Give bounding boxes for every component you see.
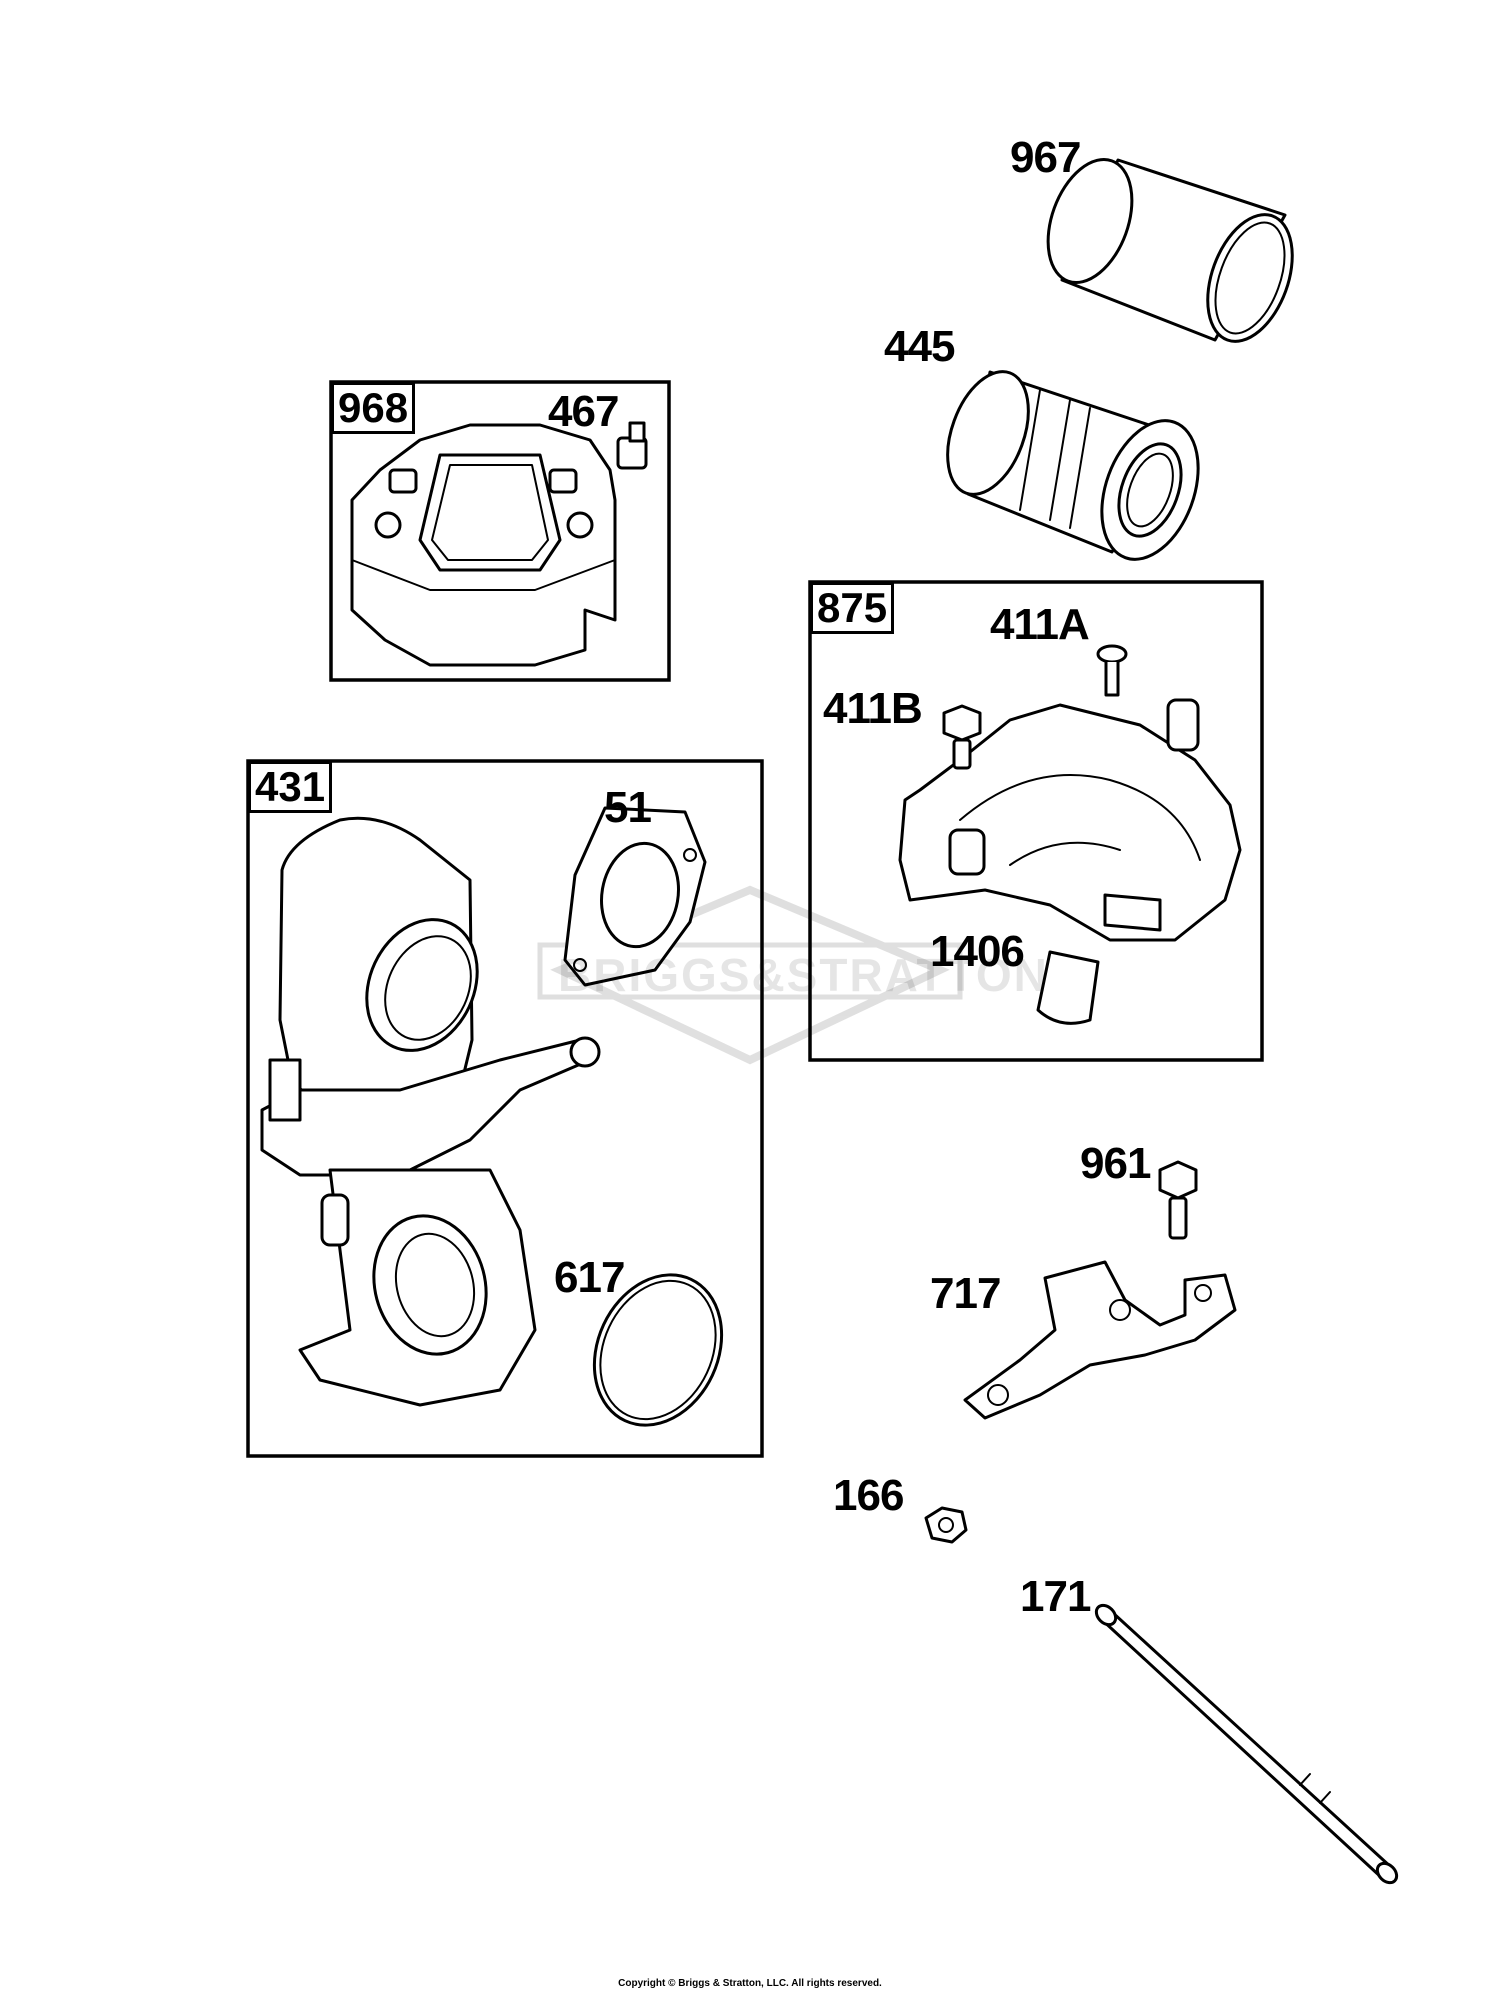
part-51-gasket[interactable] (563, 806, 707, 987)
kit-box-968 (329, 380, 671, 682)
part-445-air-filter[interactable] (932, 361, 1216, 573)
callout-411A[interactable]: 411A (990, 600, 1090, 649)
kit-label-431[interactable]: 431 (248, 761, 333, 813)
part-967-pre-cleaner[interactable] (1032, 148, 1308, 353)
copyright-footer: Copyright © Briggs & Stratton, LLC. All … (618, 1978, 882, 1989)
callout-961[interactable]: 961 (1080, 1139, 1151, 1188)
callout-51[interactable]: 51 (604, 783, 652, 832)
part-171-stud[interactable] (1093, 1602, 1401, 1887)
part-411A-screw[interactable] (1096, 644, 1128, 697)
callout-411B[interactable]: 411B (823, 684, 923, 733)
watermark-text: BRIGGS&STRATTON (558, 949, 1049, 1001)
kit-label-968[interactable]: 968 (331, 382, 416, 434)
callout-967[interactable]: 967 (1010, 133, 1081, 182)
part-1406-seal[interactable] (1036, 950, 1100, 1025)
kit-label-875[interactable]: 875 (810, 582, 895, 634)
kit-box-875 (808, 580, 1264, 1062)
callout-445[interactable]: 445 (884, 322, 955, 371)
part-617-o-ring[interactable] (571, 1254, 746, 1446)
callout-617[interactable]: 617 (554, 1253, 625, 1302)
part-961-bolt[interactable] (1158, 1160, 1198, 1240)
part-431-elbow-adapter[interactable] (260, 816, 601, 1407)
part-968-air-cleaner-cover[interactable] (350, 423, 617, 667)
part-875-air-cleaner-base[interactable] (898, 698, 1242, 942)
part-717-bracket[interactable] (963, 1260, 1237, 1420)
callout-467[interactable]: 467 (548, 387, 619, 436)
part-166-nut[interactable] (924, 1506, 968, 1544)
part-467-nut[interactable] (616, 421, 648, 470)
callout-717[interactable]: 717 (930, 1269, 1001, 1318)
callout-171[interactable]: 171 (1020, 1572, 1091, 1621)
kit-box-431 (246, 759, 764, 1458)
callout-1406[interactable]: 1406 (930, 927, 1025, 976)
part-411B-bolt[interactable] (942, 704, 982, 770)
callout-166[interactable]: 166 (833, 1471, 904, 1520)
